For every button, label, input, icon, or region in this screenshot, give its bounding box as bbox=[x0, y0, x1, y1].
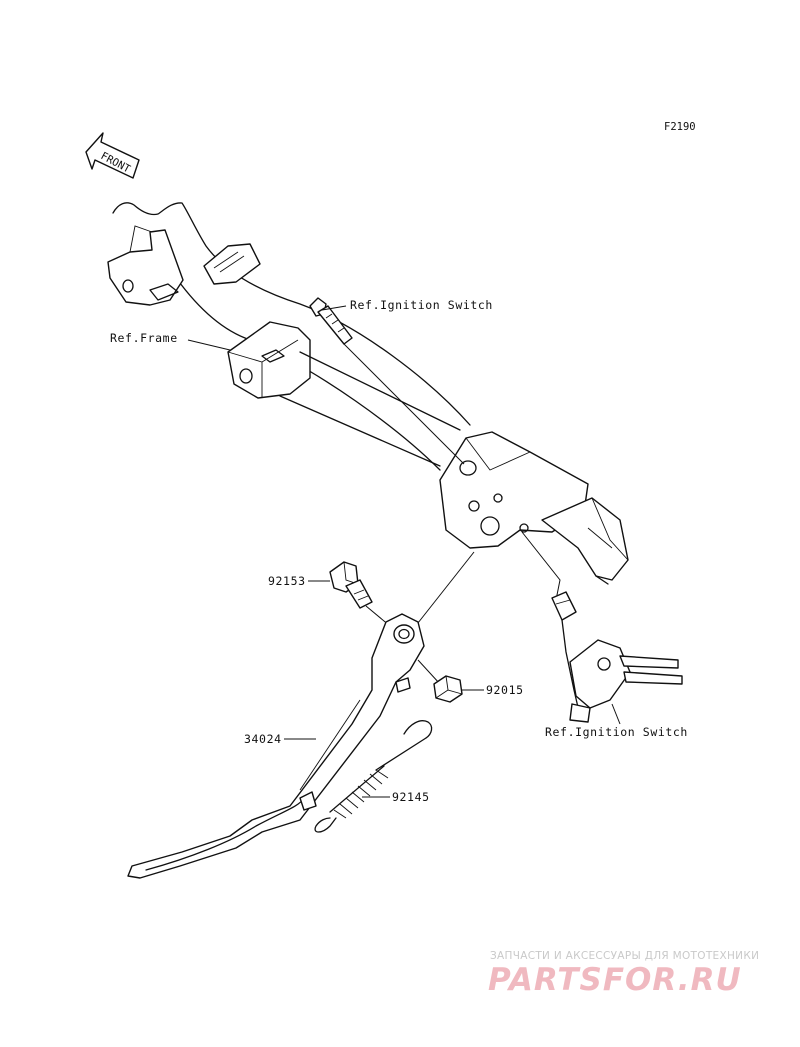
part-callout-92015[interactable]: 92015 bbox=[462, 683, 524, 697]
ignition-switch-drawing bbox=[521, 531, 683, 723]
part-callout-92145[interactable]: 92145 bbox=[362, 790, 430, 804]
nut-92015-icon bbox=[433, 675, 463, 703]
watermark-tagline: ЗАПЧАСТИ И АКСЕССУАРЫ ДЛЯ МОТОТЕХНИКИ bbox=[490, 950, 760, 962]
spring-92145-icon bbox=[314, 720, 433, 833]
front-arrow-icon: FRONT bbox=[85, 132, 140, 179]
ref-ignition-switch-bottom-label: Ref.Ignition Switch bbox=[545, 725, 688, 739]
part-number-92015: 92015 bbox=[486, 683, 524, 697]
figure-code: F2190 bbox=[664, 121, 696, 133]
watermark-brand-logo[interactable]: PARTSFOR.RU bbox=[488, 962, 742, 998]
part-number-92145: 92145 bbox=[392, 790, 430, 804]
ignition-switch-bolt-icon bbox=[309, 297, 465, 465]
part-callout-92153[interactable]: 92153 bbox=[268, 574, 330, 588]
part-callout-34024[interactable]: 34024 bbox=[244, 732, 316, 746]
part-number-92153: 92153 bbox=[268, 574, 306, 588]
ref-ignition-switch-top-label: Ref.Ignition Switch bbox=[350, 298, 493, 312]
ref-frame-label: Ref.Frame bbox=[110, 331, 178, 345]
frame-drawing bbox=[107, 202, 629, 585]
bolt-92153-icon bbox=[329, 561, 391, 627]
part-number-34024: 34024 bbox=[244, 732, 282, 746]
side-stand-drawing bbox=[127, 613, 441, 879]
